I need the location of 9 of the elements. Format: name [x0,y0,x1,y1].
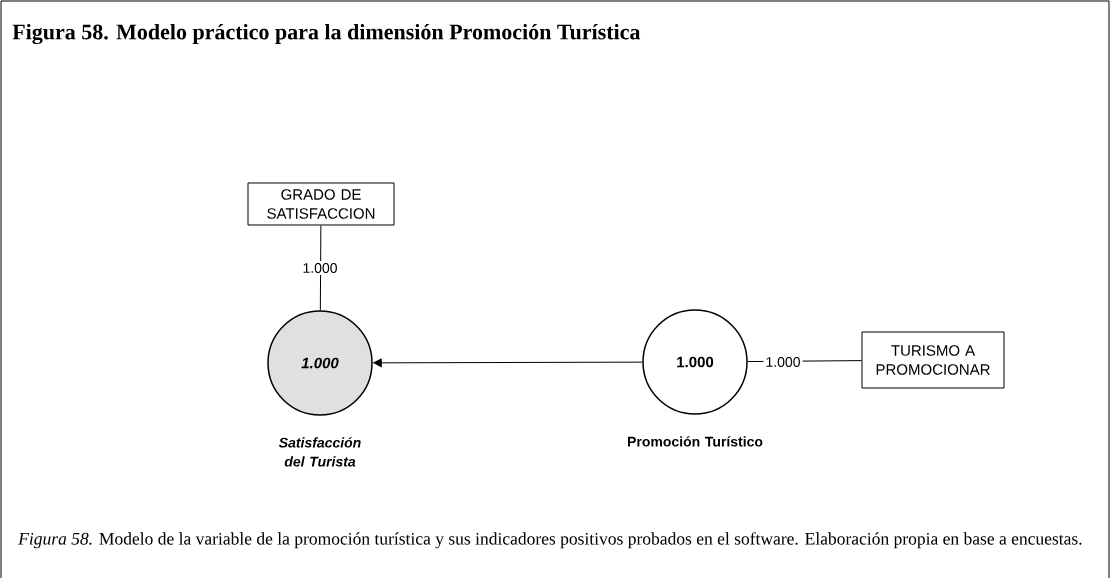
path-line [373,358,643,368]
indicator-box: TURISMO A PROMOCIONAR [861,331,1005,389]
edge-label: 1.000 [300,261,340,275]
title: Figura 58. Modelo práctico para la dimensión Promoción Turística [12,23,641,45]
edge-label: 1.000 [763,355,803,369]
construct-name: Satisfacción del Turista [278,437,361,467]
construct-name: Promoción Turístico [628,436,763,447]
indicator-box: GRADO DE SATISFACCION [247,182,395,226]
caption: Figura 58. Modelo de la variable de la promoción turística y sus indicadores positivos probados en el software. Elaboración propia en base a encuestas. [18,532,1082,549]
